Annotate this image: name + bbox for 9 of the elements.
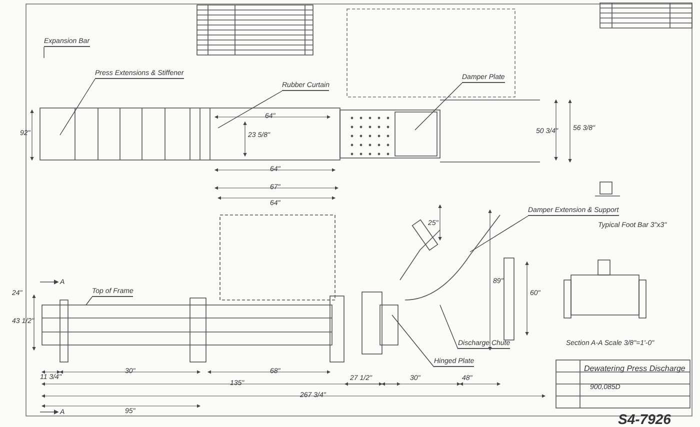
leader-line [218, 90, 282, 128]
leader-line [414, 82, 462, 130]
drawing-title: Dewatering Press Discharge [584, 364, 686, 373]
leader-line [392, 314, 434, 368]
leader-line [470, 216, 528, 252]
sheet-number: S4-7926 [618, 412, 671, 426]
leader-line [60, 78, 96, 136]
leader-line [86, 296, 92, 306]
leader-line [440, 304, 458, 350]
